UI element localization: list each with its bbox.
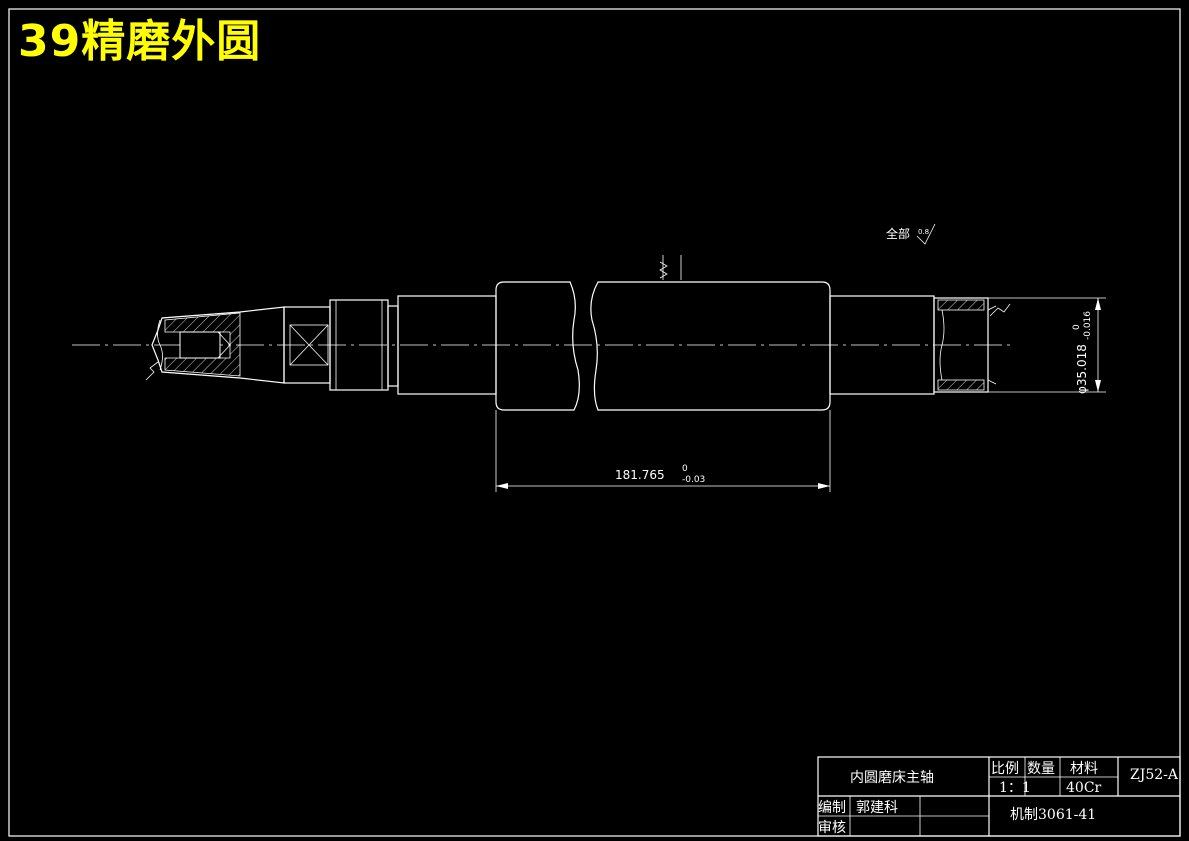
roughness-value: 0.8 [918,228,929,236]
page-title: 39精磨外圆 [18,16,262,67]
part-name: 内圆磨床主轴 [850,770,934,786]
length-dimension [495,410,831,492]
roughness-symbol [659,255,682,280]
diameter-dim-value: φ35.018 [1075,344,1089,394]
checked-label: 审核 [818,820,846,836]
drawn-by-name: 郭建科 [856,799,898,816]
roughness-check-icon [916,223,936,245]
diameter-tol-lower: -0.016 [1083,311,1093,340]
shaft-outline [145,281,1011,411]
quantity-label: 数量 [1027,761,1055,777]
class-label: 机制3061-41 [1010,807,1096,823]
surface-note: 全部 [886,226,910,241]
length-tol-lower: -0.03 [682,475,705,485]
diameter-dimension [988,297,1106,393]
drawing-code: ZJ52-A [1130,767,1179,783]
length-tol-upper: 0 [682,464,688,474]
material-label: 材料 [1070,761,1098,777]
length-dim-value: 181.765 [615,468,665,482]
drawing-frame [8,8,1181,837]
diameter-tol-upper: 0 [1072,324,1082,330]
scale-label: 比例 [991,761,1019,777]
drawn-by-label: 编制 [818,800,846,816]
scale-value: 1：1 [999,780,1031,796]
material-value: 40Cr [1066,780,1102,796]
title-block [817,756,1181,837]
